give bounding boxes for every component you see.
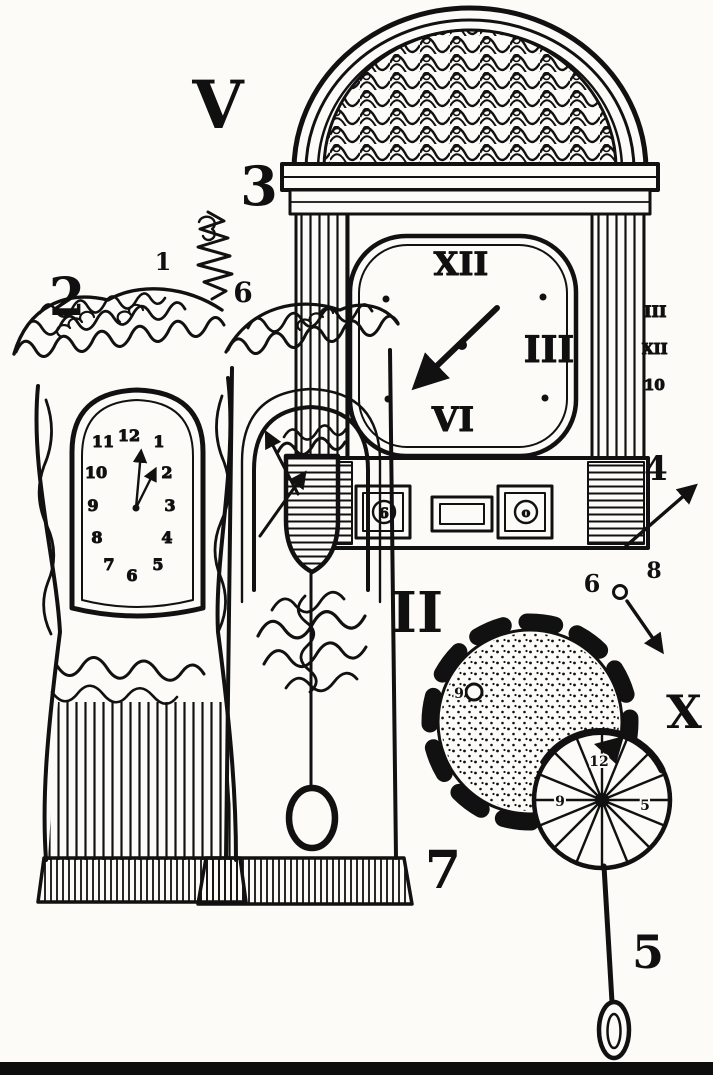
face-number-5: 5 <box>152 555 163 574</box>
face-number-11: 11 <box>92 432 114 451</box>
fluted-body <box>48 702 234 860</box>
side-columns <box>294 212 646 462</box>
arrow-pivot <box>612 584 628 600</box>
weight-arrows <box>258 430 307 538</box>
right-panel-mark: o <box>522 506 531 521</box>
wheel-top-flag <box>594 736 624 764</box>
face-number-8: 8 <box>91 528 102 547</box>
label-1: 1 <box>155 247 172 276</box>
label-2: 2 <box>49 267 85 328</box>
arch-filigree <box>291 5 649 173</box>
wheel-hub <box>595 793 609 807</box>
foliage-garland <box>12 210 400 358</box>
label-roman-v: V <box>191 66 245 144</box>
wheel-mark-12: 12 <box>589 754 608 770</box>
side-mark-1: III <box>644 302 666 321</box>
clock-base: 6 o <box>290 456 650 550</box>
direction-arrows <box>612 483 698 655</box>
grandfather-clock-left: 12 1 2 3 4 5 6 7 8 9 10 11 <box>34 376 248 904</box>
mantel-clock: XII III VI 6 o <box>280 5 669 550</box>
wheel-mark-5: 5 <box>640 798 650 814</box>
left-panel-mark: 6 <box>379 506 389 522</box>
label-6-arrows: 6 <box>584 569 601 598</box>
clock-hands-arrow <box>411 305 500 391</box>
tree-scribble <box>196 210 234 301</box>
wheel-rod <box>601 863 615 1005</box>
teardrop-bob <box>596 999 632 1061</box>
face-number-9: 9 <box>87 496 98 515</box>
side-marks: III XII 10 <box>642 302 669 395</box>
gear-hole <box>464 682 484 702</box>
label-roman-x: X <box>666 685 702 739</box>
face-number-4: 4 <box>161 528 172 547</box>
face-number-1: 1 <box>153 432 164 451</box>
face-number-7: 7 <box>103 555 114 574</box>
label-3: 3 <box>240 154 278 218</box>
label-4: 4 <box>644 449 668 489</box>
label-7: 7 <box>425 840 461 901</box>
numeral-vi: VI <box>431 400 474 440</box>
face-number-12: 12 <box>118 426 140 445</box>
face-number-6: 6 <box>126 566 137 585</box>
base-panels: 6 o <box>354 484 554 540</box>
clock-face: XII III VI <box>347 233 579 459</box>
face-number-10: 10 <box>85 463 107 482</box>
leaf-cluster <box>256 590 368 694</box>
face-number-2: 2 <box>161 463 172 482</box>
side-mark-3: 10 <box>644 376 665 394</box>
wheel-spokes <box>534 732 670 868</box>
spoked-wheel: 12 9 5 <box>531 728 673 1061</box>
left-clock-face: 12 1 2 3 4 5 6 7 8 9 10 11 <box>69 387 206 619</box>
label-roman-ii: II <box>391 580 443 646</box>
number-labels: V 3 2 1 6 4 6 8 II X 7 5 <box>49 66 704 979</box>
side-mark-2: XII <box>642 340 668 358</box>
gear-teeth <box>421 613 639 831</box>
numeral-xii: XII <box>434 245 489 283</box>
gear-hole-mark: 9 <box>454 686 464 702</box>
cornice <box>280 162 660 216</box>
numeral-iii: III <box>524 329 575 371</box>
wheel-mark-9: 9 <box>555 794 565 810</box>
left-clock-hands <box>132 448 157 512</box>
bottom-edge <box>0 1062 713 1075</box>
pendulum-ring <box>285 784 339 852</box>
label-6-garland: 6 <box>233 276 252 309</box>
label-5: 5 <box>632 925 664 979</box>
label-8: 8 <box>646 558 661 584</box>
fringe-skirt <box>36 856 248 904</box>
face-number-3: 3 <box>164 496 175 515</box>
